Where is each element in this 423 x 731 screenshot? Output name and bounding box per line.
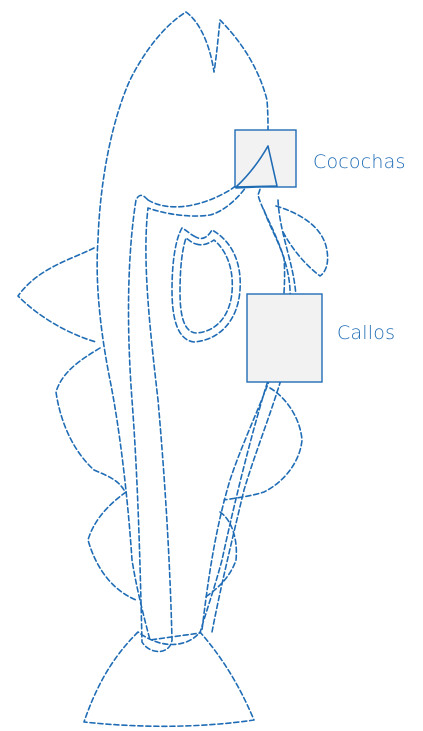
- spine-outline: [129, 158, 262, 652]
- cocochas-label: Cocochas: [313, 151, 406, 173]
- organ-inner: [180, 238, 232, 333]
- right-fin-3: [204, 512, 236, 598]
- callos-label: Callos: [337, 322, 395, 344]
- left-fin-1: [18, 248, 96, 342]
- left-fin-2: [56, 348, 124, 490]
- inner-line: [202, 210, 290, 630]
- organ-outer: [172, 228, 240, 342]
- left-fin-3: [88, 492, 136, 600]
- callos-box: [247, 294, 322, 382]
- inner-line-2: [212, 200, 296, 632]
- right-fin-2: [224, 388, 302, 500]
